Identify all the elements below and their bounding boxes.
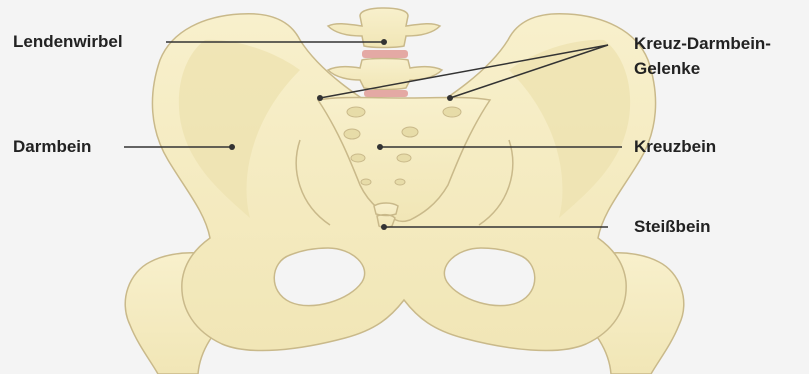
sacral-foramen-l3 xyxy=(351,154,365,162)
intervertebral-disc-upper xyxy=(362,50,408,58)
sacral-foramen-r4 xyxy=(395,179,405,185)
dot-steissbein xyxy=(381,224,387,230)
label-lendenwirbel: Lendenwirbel xyxy=(13,31,123,53)
sacral-foramen-l2 xyxy=(344,129,360,139)
sacral-foramen-r1 xyxy=(443,107,461,117)
label-kreuz-darmbein-line2: Gelenke xyxy=(634,58,700,80)
dot-darmbein xyxy=(229,144,235,150)
intervertebral-disc-lower xyxy=(364,90,408,97)
dot-kreuz-darmbein-right xyxy=(447,95,453,101)
sacral-foramen-l1 xyxy=(347,107,365,117)
lower-lumbar-vertebra xyxy=(328,59,442,90)
dot-kreuz-darmbein-left xyxy=(317,95,323,101)
dot-lendenwirbel xyxy=(381,39,387,45)
sacral-foramen-r3 xyxy=(397,154,411,162)
label-steissbein: Steißbein xyxy=(634,216,711,238)
dot-kreuzbein xyxy=(377,144,383,150)
sacral-foramen-l4 xyxy=(361,179,371,185)
label-kreuzbein: Kreuzbein xyxy=(634,136,716,158)
label-darmbein: Darmbein xyxy=(13,136,91,158)
sacral-foramen-r2 xyxy=(402,127,418,137)
label-kreuz-darmbein-line1: Kreuz-Darmbein- xyxy=(634,33,771,55)
